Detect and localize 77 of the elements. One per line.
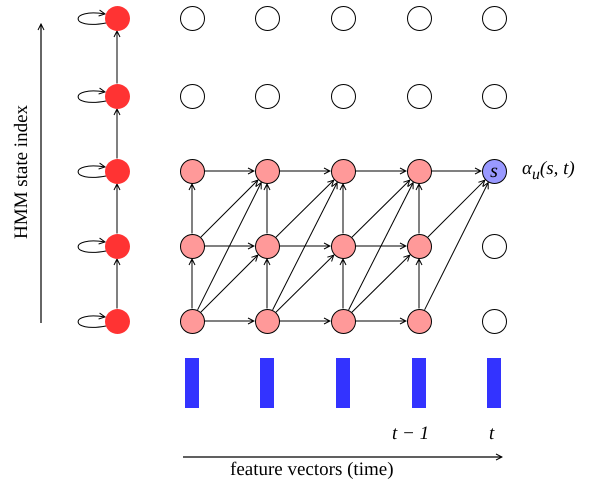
state-circle	[330, 6, 356, 30]
state-circle	[180, 234, 204, 258]
state-circle: s	[482, 158, 506, 184]
time-label: t	[489, 423, 494, 445]
feature-bar	[412, 358, 426, 408]
state-circle	[482, 308, 506, 334]
forward-variable-label: α$_{u}$(s, t)	[522, 158, 575, 184]
state-circle	[482, 6, 506, 30]
arrow	[416, 184, 422, 234]
arrow	[272, 182, 338, 310]
state-circle	[180, 158, 204, 184]
state-circle	[104, 6, 130, 30]
state-circle	[104, 234, 130, 258]
state-circle	[406, 6, 432, 30]
arrow	[275, 254, 334, 313]
arrow	[200, 180, 258, 238]
state-circle	[254, 308, 280, 334]
arrow	[204, 168, 254, 174]
axis-label: HMM state index	[11, 104, 33, 240]
state-circle	[406, 158, 432, 184]
arrow	[355, 242, 406, 250]
state-circle	[254, 234, 280, 258]
axis-label: feature vectors (time)	[230, 459, 394, 481]
arrow	[264, 184, 270, 234]
feature-bar	[185, 358, 199, 408]
state-circle	[482, 234, 506, 258]
arrow	[424, 182, 489, 310]
arrow	[279, 168, 330, 174]
arrow	[340, 184, 346, 234]
state-circle	[406, 234, 432, 258]
feature-bar	[336, 358, 350, 408]
state-circle	[482, 84, 506, 108]
state-circle	[406, 84, 432, 108]
arrow	[78, 162, 106, 178]
arrow	[114, 258, 120, 309]
arrow	[78, 238, 106, 253]
state-circle	[104, 84, 130, 108]
arrow	[188, 184, 196, 234]
arrow	[188, 258, 196, 309]
state-circle	[254, 158, 280, 184]
arrow	[416, 258, 422, 309]
arrow	[78, 312, 106, 328]
state-circle	[406, 308, 432, 334]
feature-bar	[487, 358, 501, 408]
arrow	[78, 88, 106, 103]
arrow	[200, 254, 258, 313]
state-circle	[330, 234, 356, 258]
feature-bar	[260, 358, 274, 408]
state-circle	[180, 84, 204, 108]
state-circle	[254, 6, 280, 30]
arrow	[351, 254, 410, 313]
arrow	[204, 242, 254, 250]
arrow	[204, 318, 254, 324]
state-circle	[104, 158, 130, 184]
state-circle	[330, 158, 356, 184]
arrow	[348, 182, 414, 310]
arrow	[114, 184, 120, 234]
arrow	[355, 168, 406, 174]
arrow	[264, 258, 270, 309]
state-circle	[180, 6, 204, 30]
state-circle	[330, 84, 356, 108]
arrow	[427, 180, 486, 238]
state-circle	[180, 308, 204, 334]
state-circle	[254, 84, 280, 108]
arrow	[340, 258, 346, 309]
state-circle	[104, 308, 130, 334]
arrow	[351, 180, 410, 238]
time-label: t − 1	[392, 423, 430, 445]
arrow	[279, 318, 330, 324]
arrow	[355, 318, 406, 324]
arrow	[197, 182, 262, 310]
arrow	[279, 242, 330, 250]
arrow	[114, 108, 120, 159]
arrow	[431, 168, 482, 174]
state-circle	[330, 308, 356, 334]
arrow	[114, 30, 120, 84]
arrow	[78, 10, 106, 25]
